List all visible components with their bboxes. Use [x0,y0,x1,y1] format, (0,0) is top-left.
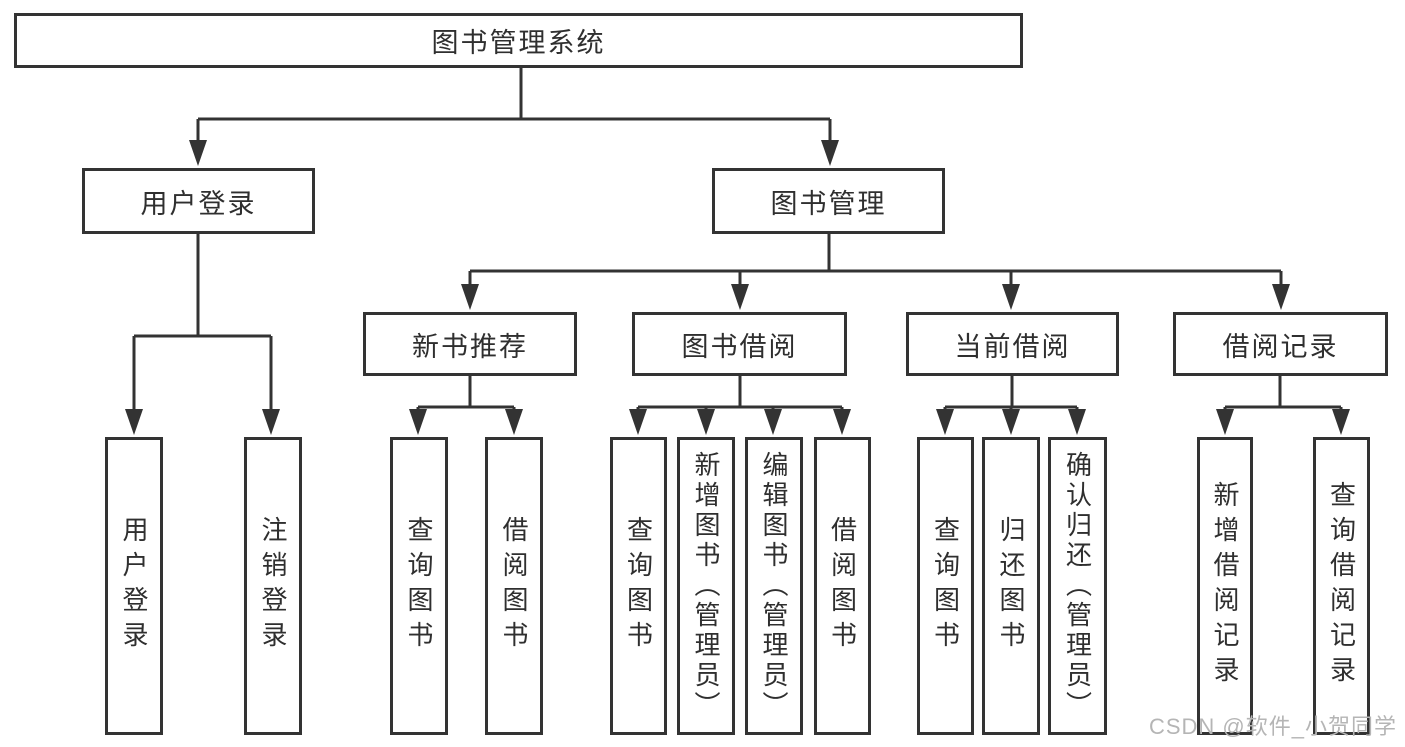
node-user-login-branch: 用户登录 [82,168,315,234]
leaf-bb-borrow-book: 借阅图书 [814,437,871,735]
csdn-watermark: CSDN @软件_小贺同学 [1148,714,1397,739]
leaf-br-query-record: 查询借阅记录 [1313,437,1370,735]
leaf-cb-confirm-return-admin: 确认归还（管理员） [1048,437,1107,735]
leaf-logout: 注销登录 [244,437,302,735]
node-current-borrowing: 当前借阅 [906,312,1119,376]
leaf-bb-add-book-admin: 新增图书（管理员） [677,437,735,735]
leaf-nb-borrow-book: 借阅图书 [485,437,543,735]
arrowhead-icons [125,140,1350,435]
node-book-borrowing: 图书借阅 [632,312,847,376]
leaf-cb-return-book: 归还图书 [982,437,1040,735]
leaf-user-login: 用户登录 [105,437,163,735]
leaf-br-add-record: 新增借阅记录 [1197,437,1253,735]
leaf-nb-query-book: 查询图书 [390,437,448,735]
node-new-book-recommend: 新书推荐 [363,312,577,376]
node-borrowing-records: 借阅记录 [1173,312,1388,376]
leaf-bb-edit-book-admin: 编辑图书（管理员） [745,437,803,735]
leaf-bb-query-book: 查询图书 [610,437,667,735]
node-book-management: 图书管理 [712,168,945,234]
node-library-management-system: 图书管理系统 [14,13,1023,68]
leaf-cb-query-book: 查询图书 [917,437,974,735]
